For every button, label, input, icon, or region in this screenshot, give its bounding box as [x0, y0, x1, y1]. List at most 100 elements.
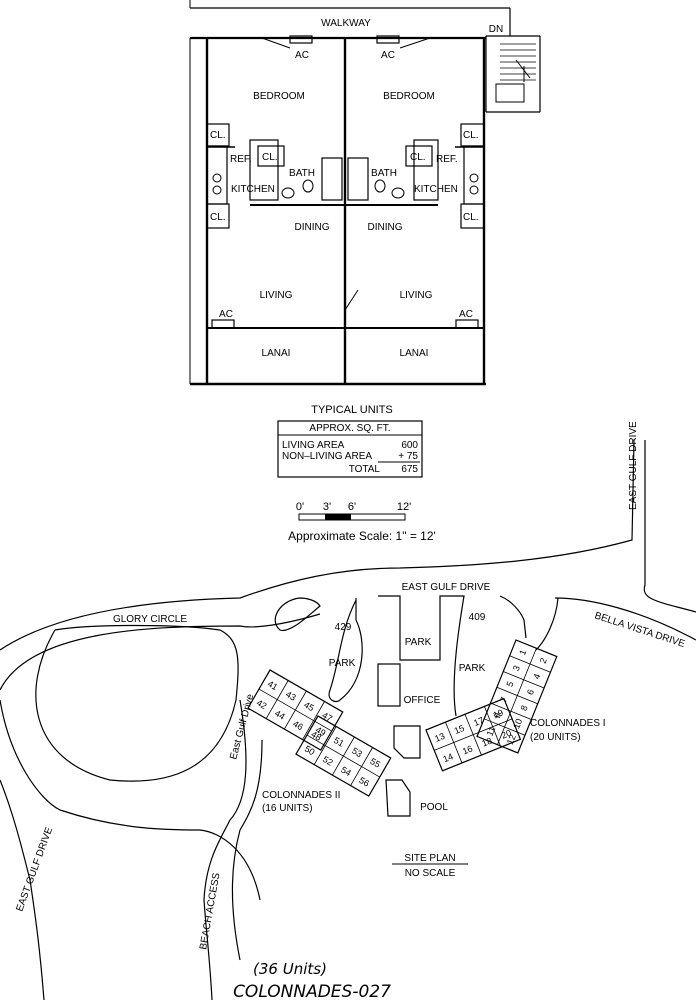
unit-49: 49 [314, 725, 328, 739]
road-bella-vista: BELLA VISTA DRIVE [593, 610, 686, 650]
road-east-gulf-top: EAST GULF DRIVE [402, 582, 491, 593]
park-label-3: PARK [459, 663, 486, 674]
unit-54: 54 [339, 765, 353, 779]
unit-7: 7 [498, 696, 509, 704]
ac-label-bottom-right: AC [459, 309, 473, 320]
unit-15: 15 [453, 723, 466, 736]
ac-label-top-left: AC [295, 50, 309, 61]
dining-label-right: DINING [368, 222, 403, 233]
unit-47: 47 [320, 710, 334, 724]
area-row-label-3: TOTAL [349, 464, 381, 475]
unit-2: 2 [538, 657, 549, 665]
road-beach-access: BEACH ACCESS [198, 872, 222, 951]
address-409: 409 [469, 612, 486, 623]
unit-count: (36 Units) [253, 960, 327, 978]
unit-18: 18 [480, 736, 493, 749]
scale-tick-12: 12' [397, 501, 411, 513]
bedroom-label-left: BEDROOM [253, 91, 305, 102]
unit-51: 51 [332, 735, 346, 749]
area-table-header: APPROX. SQ. FT. [309, 423, 390, 434]
closet-label-5: CL. [262, 152, 278, 163]
unit-16: 16 [461, 743, 474, 756]
unit-4: 4 [531, 672, 542, 680]
unit-9: 9 [492, 711, 503, 719]
bath-label-left: BATH [289, 168, 315, 179]
ac-label-top-right: AC [381, 50, 395, 61]
colonnades-2-units: (16 UNITS) [262, 803, 313, 814]
unit-56: 56 [357, 775, 371, 789]
unit-13: 13 [433, 731, 446, 744]
road-glory-circle: GLORY CIRCLE [113, 614, 187, 625]
unit-43: 43 [284, 689, 298, 703]
unit-20: 20 [500, 728, 513, 741]
park-label-1: PARK [329, 658, 356, 669]
site-plan-subtitle: NO SCALE [405, 868, 456, 879]
area-row-label-2: NON–LIVING AREA [282, 451, 372, 462]
area-row-value-1: 600 [401, 440, 418, 451]
colonnades-1-block-b: 13 14 15 16 17 18 19 20 [425, 697, 522, 772]
scale-tick-0: 0' [296, 501, 304, 513]
unit-45: 45 [302, 700, 316, 714]
road-east-gulf-mid: East Gulf Drive [228, 693, 256, 761]
colonnades-1-units: (20 UNITS) [530, 732, 581, 743]
scale-tick-6: 6' [348, 501, 356, 513]
living-label-left: LIVING [260, 290, 293, 301]
unit-19: 19 [492, 707, 505, 720]
unit-46: 46 [291, 719, 305, 733]
road-east-gulf-vertical: EAST GULF DRIVE [628, 421, 639, 510]
stairs: DN [485, 24, 541, 113]
unit-5: 5 [505, 680, 516, 688]
road-east-gulf-left: EAST GULF DRIVE [14, 826, 55, 913]
unit-3: 3 [511, 664, 522, 672]
stair-dn-label: DN [489, 24, 503, 35]
area-row-value-2: + 75 [398, 451, 418, 462]
unit-41: 41 [266, 679, 280, 693]
closet-label-4: CL. [463, 212, 479, 223]
colonnades-2-block-a: 41 42 43 44 45 46 47 48 [247, 669, 344, 751]
closet-label-6: CL. [410, 152, 426, 163]
site-plan-title: SITE PLAN [404, 853, 455, 864]
closet-label-3: CL. [463, 130, 479, 141]
living-label-right: LIVING [400, 290, 433, 301]
colonnades-1-name: COLONNADES I [530, 718, 606, 729]
walkway-label: WALKWAY [321, 18, 371, 29]
unit-42: 42 [255, 698, 269, 712]
closet-label-1: CL. [210, 130, 226, 141]
kitchen-label-right: KITCHEN [414, 184, 458, 195]
area-table: TYPICAL UNITS APPROX. SQ. FT. LIVING ARE… [277, 404, 423, 478]
address-429: 429 [335, 622, 352, 633]
scale-bar: 0' 3' 6' 12' Approximate Scale: 1" = 12' [288, 501, 436, 543]
ref-label-right: REF. [436, 154, 458, 165]
scale-caption: Approximate Scale: 1" = 12' [288, 529, 436, 543]
unit-6: 6 [525, 688, 536, 696]
ref-label-left: REF. [230, 154, 252, 165]
bedroom-label-right: BEDROOM [383, 91, 435, 102]
unit-48: 48 [309, 729, 323, 743]
scale-tick-3: 3' [323, 501, 331, 513]
unit-1: 1 [517, 648, 528, 656]
unit-11: 11 [485, 725, 498, 737]
ac-label-bottom-left: AC [219, 309, 233, 320]
unit-52: 52 [321, 754, 335, 768]
kitchen-label-left: KITCHEN [231, 184, 275, 195]
colonnades-2-name: COLONNADES II [262, 790, 340, 801]
unit-8: 8 [519, 704, 530, 712]
unit-50: 50 [303, 744, 317, 758]
unit-14: 14 [441, 751, 454, 764]
floor-plan: WALKWAY DN AC A [189, 0, 541, 386]
unit-44: 44 [273, 708, 287, 722]
unit-53: 53 [350, 746, 364, 760]
unit-12: 12 [505, 733, 518, 746]
unit-17: 17 [472, 715, 485, 728]
drawing-code: COLONNADES-027 [233, 982, 391, 1000]
bath-label-right: BATH [371, 168, 397, 179]
lanai-label-right: LANAI [400, 348, 429, 359]
footer: (36 Units) COLONNADES-027 [233, 960, 391, 1000]
area-row-label-1: LIVING AREA [282, 440, 345, 451]
lanai-label-left: LANAI [262, 348, 291, 359]
area-table-title: TYPICAL UNITS [311, 404, 393, 416]
office-label: OFFICE [404, 695, 441, 706]
dining-label-left: DINING [295, 222, 330, 233]
pool-label: POOL [420, 802, 448, 813]
